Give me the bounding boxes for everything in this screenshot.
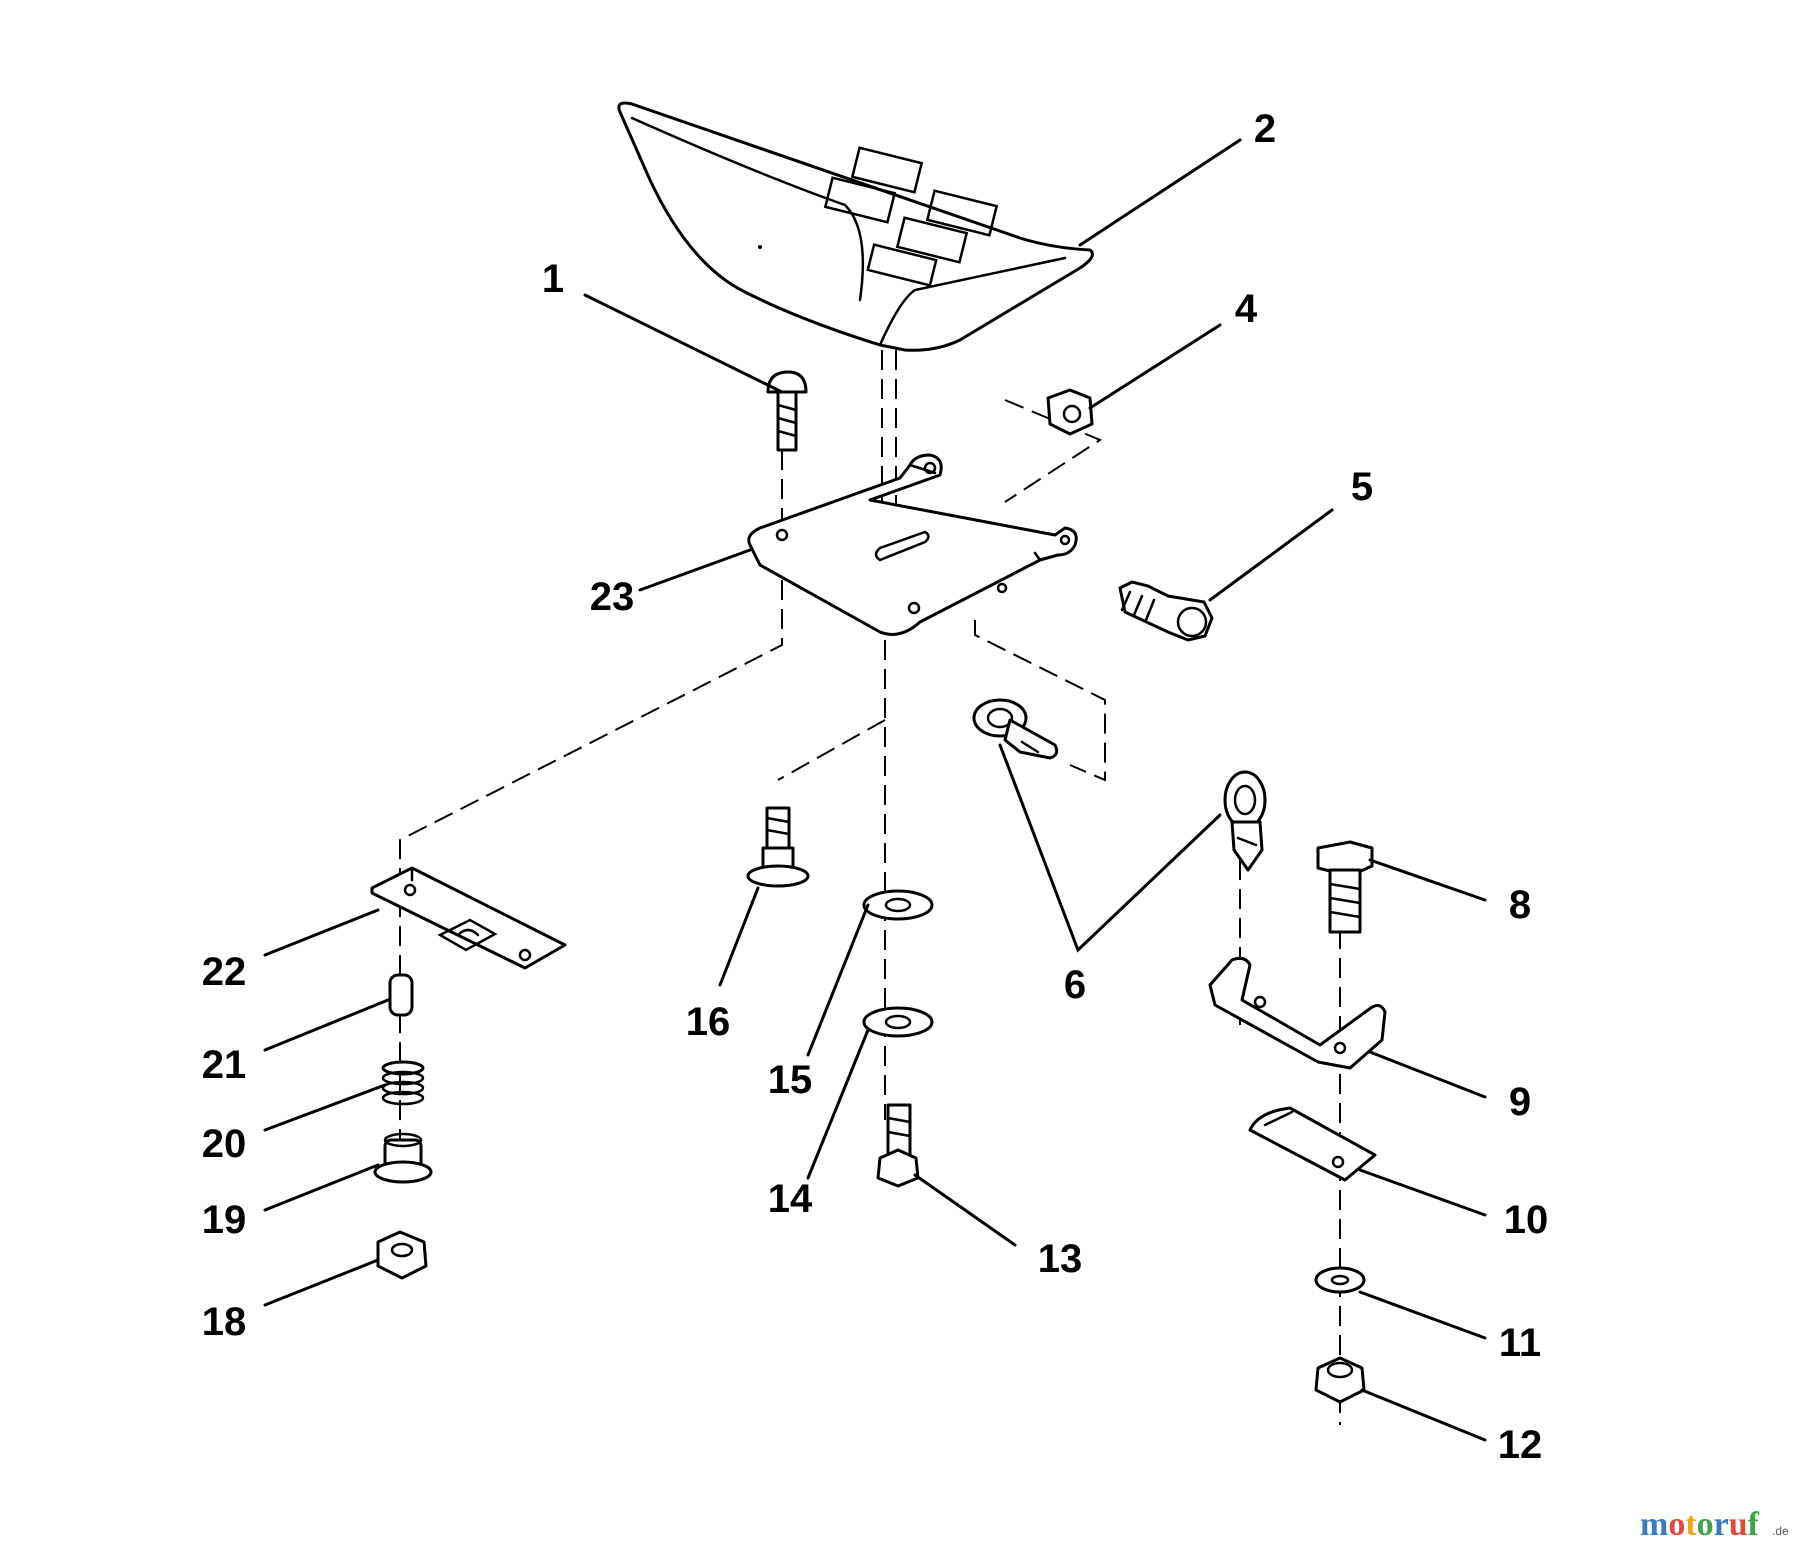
seat-part	[617, 101, 1094, 352]
callout-2: 2	[1254, 107, 1276, 151]
watermark-logo: motoruf .de	[1640, 1506, 1789, 1543]
callout-23: 23	[590, 575, 635, 619]
watermark-letter-u: u	[1729, 1506, 1748, 1543]
callout-9: 9	[1509, 1080, 1531, 1124]
callout-21: 21	[202, 1043, 247, 1087]
callout-10: 10	[1504, 1198, 1549, 1242]
seat-mounting-plate-part	[747, 453, 1078, 636]
hex-bolt-bottom-part	[876, 1103, 920, 1188]
svg-text:motoruf: motoruf	[1640, 1506, 1760, 1543]
flange-nut-part	[376, 1230, 428, 1280]
watermark-letter-o2: o	[1697, 1506, 1714, 1543]
callout-13: 13	[1038, 1237, 1083, 1281]
callout-labels: 1 2 4 5 23 6 8 9 10 11 12 13 14 15 16 22…	[202, 107, 1549, 1467]
hex-nut-part	[1046, 388, 1094, 436]
lock-washer-part	[862, 1006, 934, 1038]
callout-15: 15	[768, 1058, 813, 1102]
callout-1: 1	[542, 257, 564, 301]
carriage-bolt-part	[766, 370, 808, 452]
callout-11: 11	[1499, 1321, 1541, 1365]
callout-19: 19	[202, 1198, 247, 1242]
clip-part-lower	[1223, 770, 1267, 872]
bushing-part	[373, 1132, 433, 1184]
washer-part-right	[1314, 1266, 1366, 1294]
watermark-letter-f: f	[1748, 1506, 1760, 1543]
watermark-letter-o: o	[1668, 1506, 1685, 1543]
watermark-tld: .de	[1772, 1524, 1789, 1538]
leader-lines	[263, 138, 1487, 1442]
pin-part	[388, 973, 414, 1017]
hex-bolt-horizontal-part	[1118, 580, 1214, 642]
lock-nut-part	[1314, 1356, 1366, 1404]
callout-16: 16	[686, 1000, 731, 1044]
callout-6: 6	[1064, 963, 1086, 1007]
callout-12: 12	[1498, 1423, 1543, 1467]
assembly-dashed-lines	[399, 350, 1341, 1425]
watermark-letter-t: t	[1685, 1506, 1697, 1543]
callout-14: 14	[768, 1177, 813, 1221]
callout-5: 5	[1351, 465, 1373, 509]
shoulder-bolt-part	[746, 806, 810, 888]
callout-4: 4	[1235, 287, 1258, 331]
latch-plate-part	[370, 866, 567, 970]
watermark-letter-r: r	[1714, 1506, 1729, 1543]
callout-22: 22	[202, 950, 247, 994]
bracket-part	[1208, 956, 1387, 1070]
watermark-letter-m: m	[1640, 1506, 1668, 1543]
spring-part	[381, 1060, 425, 1106]
callout-20: 20	[202, 1122, 247, 1166]
clip-part-upper	[972, 698, 1059, 760]
hex-bolt-vertical-part	[1316, 840, 1374, 934]
flat-washer-part	[862, 889, 934, 921]
callout-18: 18	[202, 1300, 247, 1344]
callout-8: 8	[1509, 883, 1531, 927]
small-plate-part	[1248, 1106, 1377, 1182]
